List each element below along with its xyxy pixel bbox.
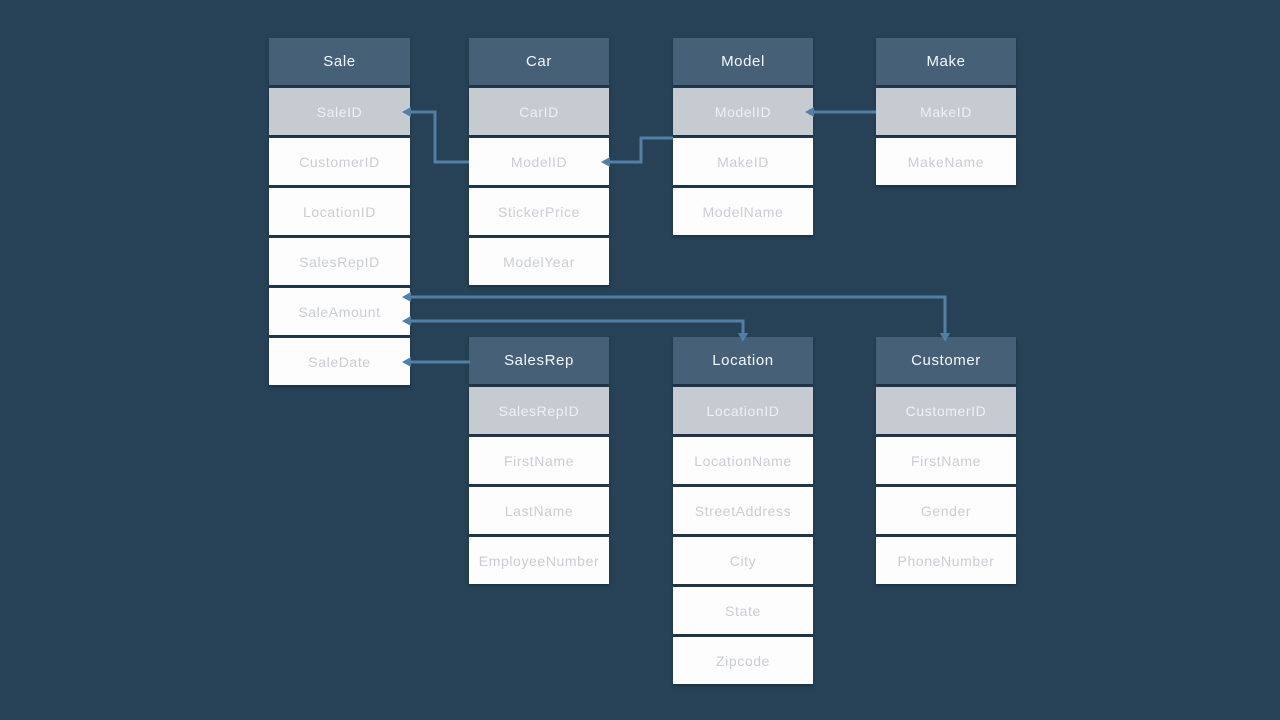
field-row-firstname: FirstName <box>876 437 1016 484</box>
field-row-phonenumber: PhoneNumber <box>876 537 1016 584</box>
table-title-car: Car <box>469 38 609 85</box>
field-row-zipcode: Zipcode <box>673 637 813 684</box>
primary-key-row-customerid: CustomerID <box>876 387 1016 434</box>
field-row-modelid: ModelID <box>469 138 609 185</box>
primary-key-row-modelid: ModelID <box>673 88 813 135</box>
field-row-makename: MakeName <box>876 138 1016 185</box>
table-title-location: Location <box>673 337 813 384</box>
field-row-firstname: FirstName <box>469 437 609 484</box>
field-row-stickerprice: StickerPrice <box>469 188 609 235</box>
primary-key-row-saleid: SaleID <box>269 88 410 135</box>
field-row-saleamount: SaleAmount <box>269 288 410 335</box>
table-title-customer: Customer <box>876 337 1016 384</box>
field-row-makeid: MakeID <box>673 138 813 185</box>
field-row-saledate: SaleDate <box>269 338 410 385</box>
field-row-employeenumber: EmployeeNumber <box>469 537 609 584</box>
table-title-sale: Sale <box>269 38 410 85</box>
primary-key-row-locationid: LocationID <box>673 387 813 434</box>
field-row-city: City <box>673 537 813 584</box>
field-row-salesrepid: SalesRepID <box>269 238 410 285</box>
relationship-line-sale-car <box>410 110 469 164</box>
field-row-lastname: LastName <box>469 487 609 534</box>
field-row-streetaddress: StreetAddress <box>673 487 813 534</box>
relationship-line-sale-location <box>410 319 745 334</box>
table-title-model: Model <box>673 38 813 85</box>
table-title-make: Make <box>876 38 1016 85</box>
field-row-modelyear: ModelYear <box>469 238 609 285</box>
field-row-modelname: ModelName <box>673 188 813 235</box>
field-row-gender: Gender <box>876 487 1016 534</box>
field-row-locationname: LocationName <box>673 437 813 484</box>
field-row-state: State <box>673 587 813 634</box>
relationship-line-sale-customer <box>410 295 947 334</box>
field-row-customerid: CustomerID <box>269 138 410 185</box>
primary-key-row-carid: CarID <box>469 88 609 135</box>
primary-key-row-makeid: MakeID <box>876 88 1016 135</box>
primary-key-row-salesrepid: SalesRepID <box>469 387 609 434</box>
field-row-locationid: LocationID <box>269 188 410 235</box>
relationship-line-car-model <box>609 136 673 164</box>
table-title-salesrep: SalesRep <box>469 337 609 384</box>
